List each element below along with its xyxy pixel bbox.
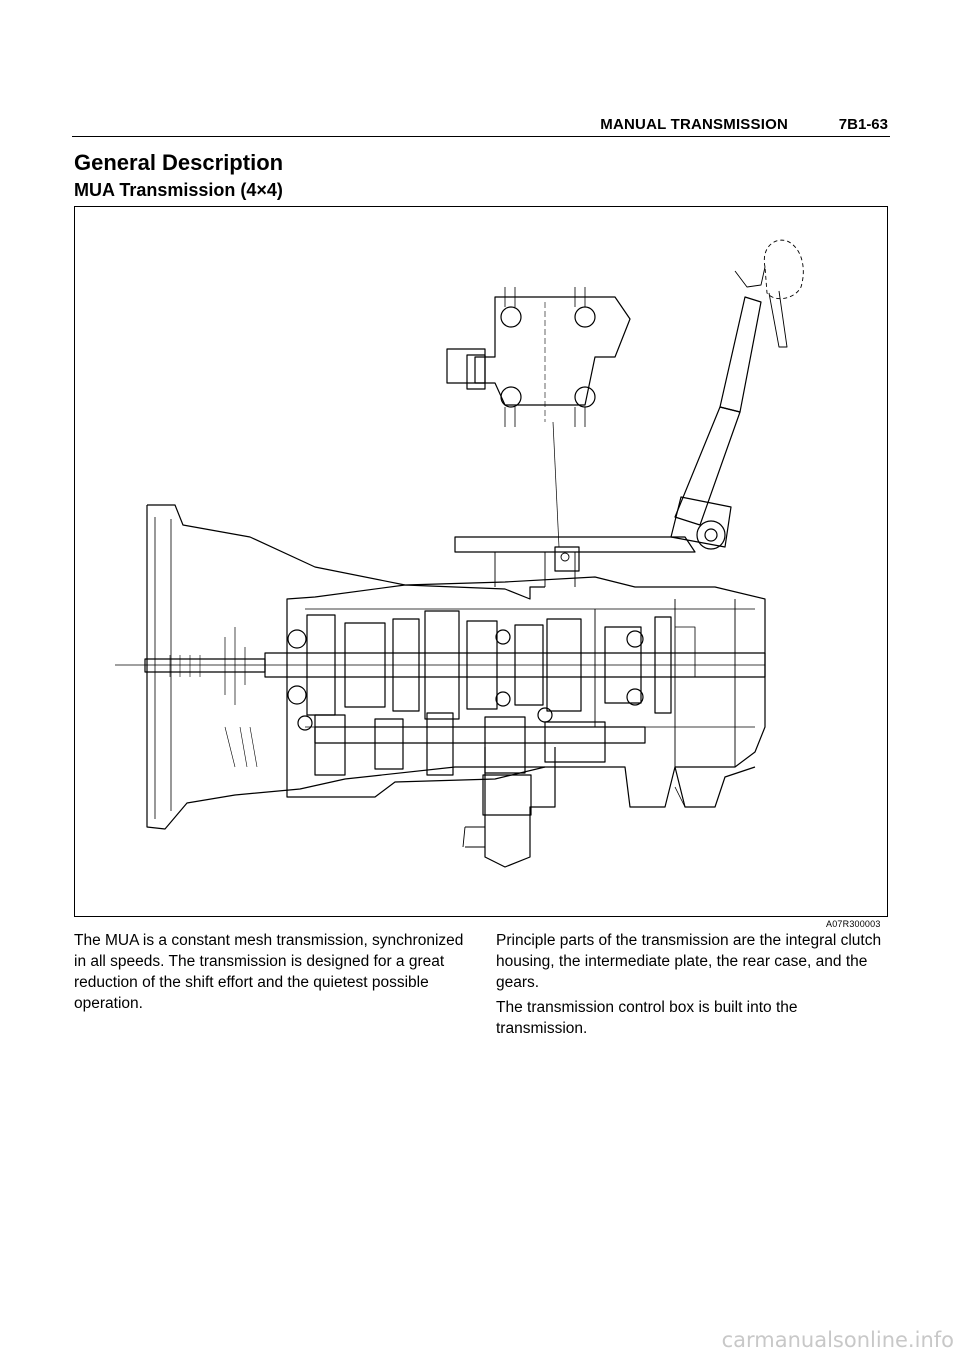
- detent-ball: [560, 552, 570, 562]
- figure-id: A07R300003: [826, 919, 881, 929]
- transmission-cross-section-drawing: [115, 239, 804, 868]
- bearings: [287, 629, 644, 731]
- body-paragraph: The MUA is a constant mesh transmission,…: [74, 932, 464, 1012]
- watermark: carmanualsonline.info: [721, 1328, 954, 1352]
- rear-extension: [674, 766, 756, 808]
- release-bearing: [224, 627, 246, 705]
- control-box-detail: [446, 287, 631, 548]
- input-spline: [169, 655, 201, 677]
- detent-block: [554, 546, 580, 572]
- shift-lever-upper: [719, 296, 762, 413]
- lever-tip: [768, 290, 788, 348]
- output-flange: [675, 626, 696, 678]
- case-partitions: [594, 599, 736, 767]
- header-page-number: 7B1-63: [838, 116, 888, 133]
- clutch-housing: [146, 504, 545, 830]
- page-title: General Description: [74, 150, 284, 175]
- drain-plug: [462, 826, 485, 848]
- transfer-gear-housing: [484, 747, 556, 868]
- shift-rail: [454, 536, 696, 553]
- page-header: MANUAL TRANSMISSION 7B1-63: [72, 114, 890, 137]
- shift-lever-boot-base: [670, 496, 732, 548]
- body-paragraph: Principle parts of the transmission are …: [496, 932, 882, 991]
- counter-shaft-gears: [314, 712, 606, 776]
- shift-forks: [494, 552, 576, 587]
- section-subtitle: MUA Transmission (4×4): [74, 180, 283, 200]
- transfer-gear: [482, 774, 532, 816]
- shift-knob-outline: [763, 239, 804, 300]
- transmission-diagram: [74, 206, 888, 917]
- input-shaft: [144, 658, 266, 673]
- body-left-column: The MUA is a constant mesh transmission,…: [74, 930, 470, 1018]
- header-section-title: MANUAL TRANSMISSION: [600, 116, 788, 133]
- main-shaft-gears: [306, 610, 672, 720]
- body-right-column: Principle parts of the transmission are …: [496, 930, 890, 1043]
- clutch-fork-detail: [224, 726, 258, 768]
- clutch-housing-wall: [154, 517, 172, 819]
- counter-shaft: [314, 726, 646, 744]
- lever-pivot: [696, 520, 726, 550]
- body-paragraph: The transmission control box is built in…: [496, 999, 798, 1037]
- transmission-case: [286, 576, 766, 808]
- lever-break-mark: [734, 266, 766, 288]
